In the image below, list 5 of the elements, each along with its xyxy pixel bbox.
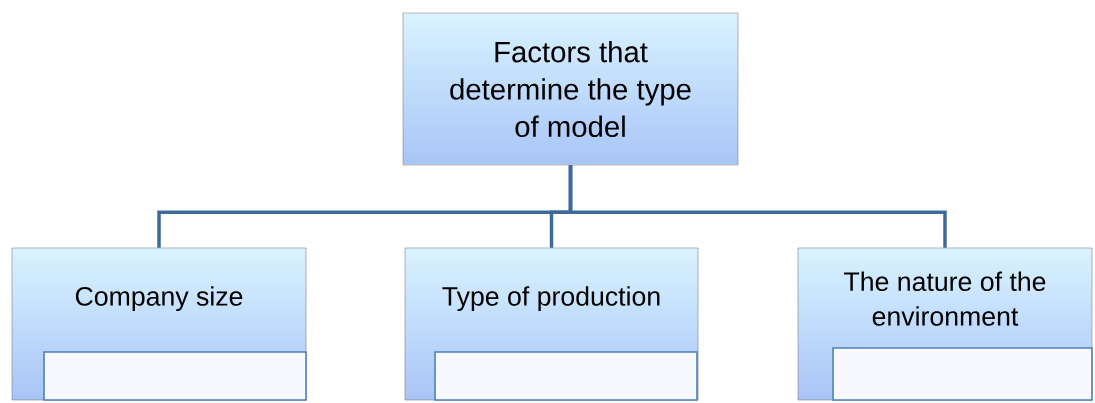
- heading-box: Factors that determine the type of model: [402, 12, 739, 166]
- connector-line: [568, 165, 947, 248]
- empty-box: [43, 351, 307, 401]
- empty-box: [434, 351, 698, 401]
- empty-box: [832, 347, 1093, 401]
